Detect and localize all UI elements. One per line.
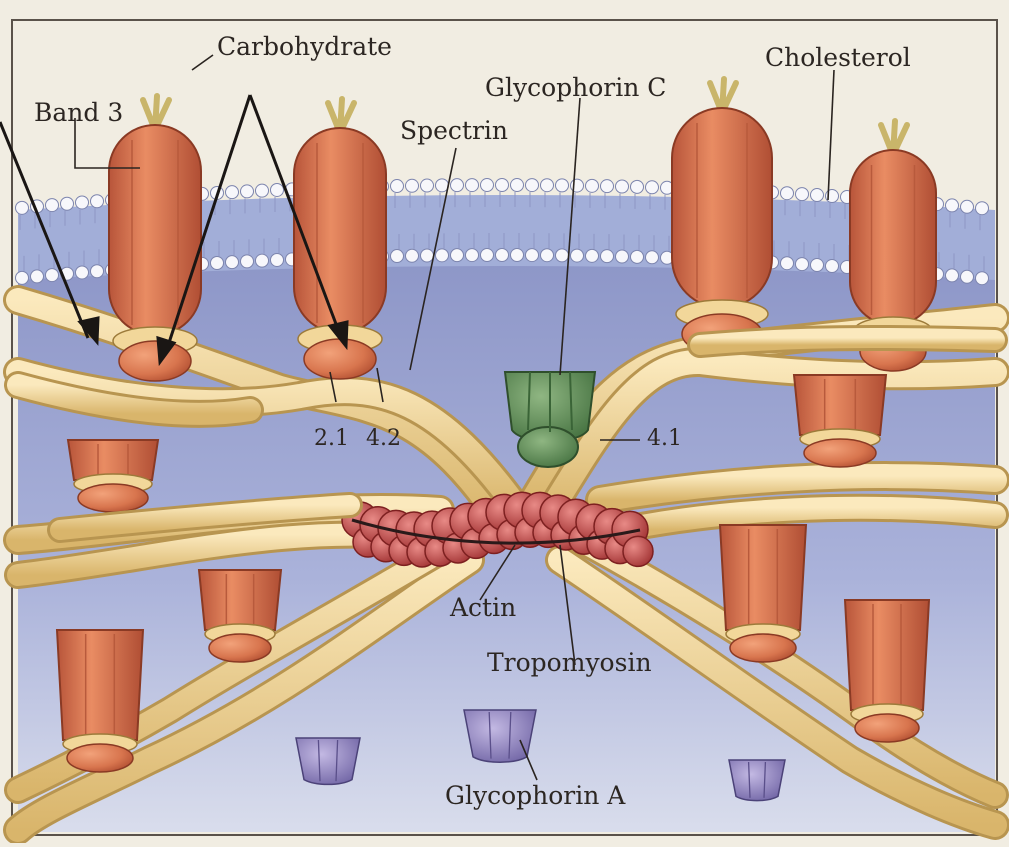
label-glycophorin-a: Glycophorin A <box>445 783 625 808</box>
band3-protein <box>199 570 281 662</box>
lipid-head <box>271 183 284 196</box>
label-actin: Actin <box>450 595 516 620</box>
lipid-head <box>796 258 809 271</box>
lipid-head <box>826 260 839 273</box>
lipid-head <box>511 249 524 262</box>
lipid-head <box>541 249 554 262</box>
lipid-head <box>781 257 794 270</box>
lipid-head <box>496 249 509 262</box>
lipid-head <box>481 249 494 262</box>
lipid-head <box>256 184 269 197</box>
lipid-head <box>481 179 494 192</box>
label-glycophorin-c: Glycophorin C <box>485 75 666 100</box>
band3-protein <box>672 79 772 354</box>
lipid-head <box>586 249 599 262</box>
lipid-head <box>571 249 584 262</box>
label-protein-4-1: 4.1 <box>647 428 682 450</box>
lipid-head <box>526 249 539 262</box>
lipid-head <box>646 181 659 194</box>
label-tropomyosin: Tropomyosin <box>487 650 652 675</box>
label-protein-2-1: 2.1 <box>314 428 349 450</box>
lipid-head <box>571 179 584 192</box>
lipid-head <box>646 251 659 264</box>
lipid-head <box>466 249 479 262</box>
lipid-head <box>91 265 104 278</box>
glycophorin-a <box>729 760 785 801</box>
lipid-head <box>271 253 284 266</box>
band3-protein <box>794 375 886 467</box>
lipid-head <box>16 201 29 214</box>
lipid-head <box>256 254 269 267</box>
lipid-head <box>586 179 599 192</box>
lipid-head <box>226 186 239 199</box>
lipid-head <box>601 180 614 193</box>
lipid-head <box>31 270 44 283</box>
lipid-head <box>811 259 824 272</box>
label-spectrin: Spectrin <box>400 118 508 143</box>
lipid-head <box>421 179 434 192</box>
lipid-head <box>616 180 629 193</box>
lipid-head <box>76 266 89 279</box>
lipid-head <box>226 256 239 269</box>
lipid-head <box>556 179 569 192</box>
lipid-head <box>436 249 449 262</box>
lipid-head <box>946 199 959 212</box>
lipid-head <box>421 249 434 262</box>
lipid-head <box>961 200 974 213</box>
label-cholesterol: Cholesterol <box>765 45 911 70</box>
lipid-head <box>241 255 254 268</box>
lipid-head <box>811 189 824 202</box>
lipid-head <box>511 179 524 192</box>
lipid-head <box>451 179 464 192</box>
lipid-head <box>961 270 974 283</box>
lipid-head <box>241 185 254 198</box>
lipid-head <box>946 269 959 282</box>
lipid-head <box>61 197 74 210</box>
lipid-head <box>556 249 569 262</box>
lipid-head <box>976 202 989 215</box>
label-carbohydrate: Carbohydrate <box>217 34 392 59</box>
lipid-head <box>976 272 989 285</box>
lipid-head <box>796 188 809 201</box>
glycophorin-a <box>296 738 360 784</box>
lipid-head <box>391 180 404 193</box>
lipid-head <box>406 179 419 192</box>
lipid-head <box>601 250 614 263</box>
lipid-head <box>451 249 464 262</box>
band3-protein <box>720 525 806 662</box>
lipid-head <box>781 187 794 200</box>
lipid-head <box>616 250 629 263</box>
lipid-head <box>631 180 644 193</box>
label-band3: Band 3 <box>34 100 123 125</box>
label-protein-4-2: 4.2 <box>366 428 401 450</box>
band3-protein <box>68 440 158 512</box>
lipid-head <box>496 179 509 192</box>
lipid-head <box>406 249 419 262</box>
lipid-head <box>16 271 29 284</box>
lipid-head <box>631 250 644 263</box>
actin-monomer <box>623 536 653 566</box>
lipid-head <box>76 196 89 209</box>
band3-protein <box>109 96 201 381</box>
lipid-head <box>526 179 539 192</box>
lipid-head <box>91 195 104 208</box>
glycophorin-a <box>464 710 536 762</box>
lipid-head <box>46 269 59 282</box>
lipid-head <box>466 179 479 192</box>
lipid-head <box>541 179 554 192</box>
lipid-head <box>211 257 224 270</box>
lipid-head <box>391 250 404 263</box>
lipid-head <box>46 199 59 212</box>
